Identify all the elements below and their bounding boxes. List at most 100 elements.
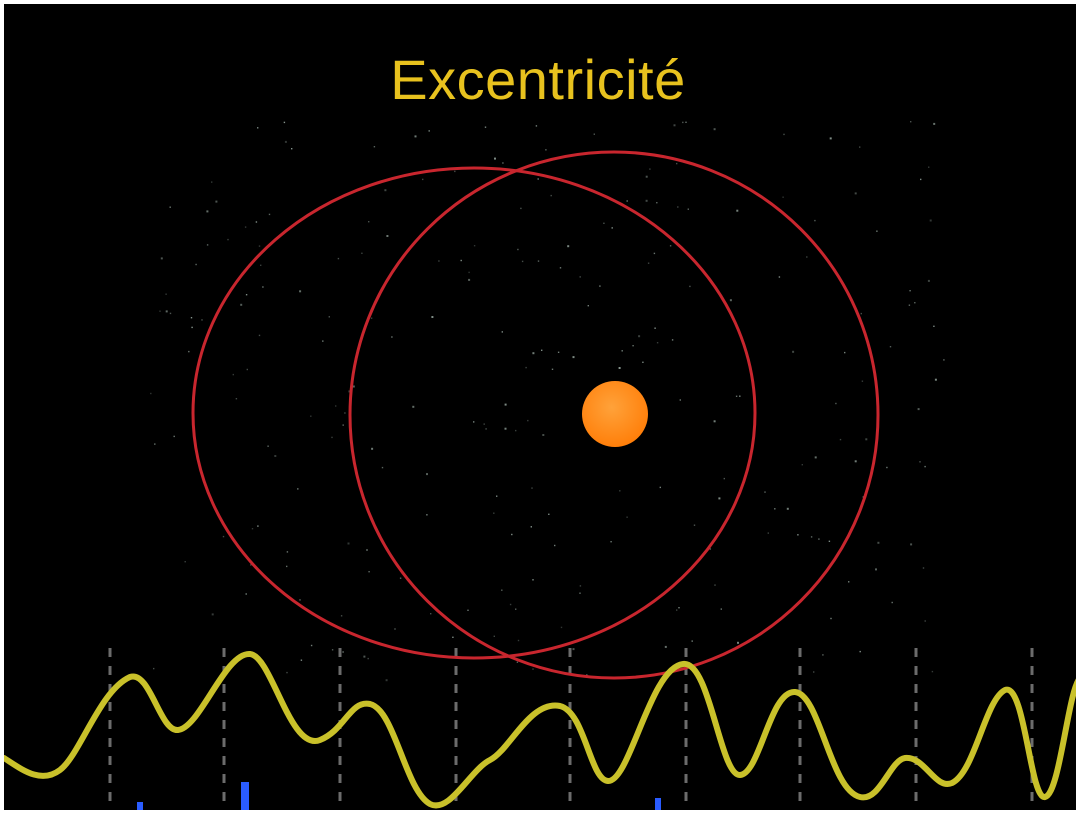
star [227, 238, 229, 241]
star [767, 532, 769, 534]
star [649, 168, 651, 170]
star [579, 585, 582, 587]
star [814, 219, 816, 222]
star [428, 130, 430, 132]
star [579, 592, 581, 594]
star [284, 140, 287, 143]
star [232, 373, 234, 376]
star [368, 571, 370, 573]
star [501, 589, 503, 591]
star [671, 339, 674, 341]
star [619, 490, 621, 492]
star [669, 245, 672, 247]
star [910, 121, 912, 123]
star [394, 628, 396, 630]
star [502, 162, 504, 164]
star [211, 613, 214, 616]
star [525, 366, 527, 369]
star [331, 436, 333, 439]
star [835, 402, 837, 405]
star [258, 245, 261, 247]
star [235, 398, 238, 400]
star [656, 202, 658, 204]
star [169, 206, 171, 208]
star [274, 455, 277, 457]
star [859, 650, 861, 653]
star [839, 438, 842, 441]
star [685, 121, 687, 123]
star [818, 538, 820, 540]
eccentricity-curve [4, 651, 1076, 809]
star [676, 609, 678, 611]
star [267, 445, 269, 447]
star [493, 635, 495, 637]
star [504, 427, 507, 430]
star [454, 170, 456, 173]
star [739, 395, 741, 397]
star [493, 512, 495, 514]
star [530, 526, 532, 528]
star [201, 319, 203, 321]
star [783, 133, 785, 136]
star [422, 178, 424, 181]
star [452, 636, 454, 638]
star [557, 351, 560, 353]
star [927, 279, 930, 282]
star [860, 312, 862, 315]
star [687, 208, 689, 210]
star [268, 213, 271, 216]
star [654, 327, 656, 329]
star [370, 317, 373, 319]
star [792, 350, 795, 353]
star [165, 310, 168, 313]
star [693, 524, 696, 526]
star [184, 561, 186, 563]
star [426, 514, 428, 516]
star [929, 219, 932, 222]
star [691, 640, 693, 642]
star [656, 342, 659, 344]
star [922, 567, 925, 569]
star [485, 428, 487, 430]
star [504, 403, 507, 406]
star [532, 668, 534, 670]
star [286, 671, 288, 674]
star [414, 135, 417, 138]
star [381, 466, 384, 469]
star [483, 423, 485, 425]
star [924, 620, 926, 622]
star [300, 659, 303, 661]
star [909, 290, 911, 292]
star [720, 608, 722, 610]
star [520, 207, 522, 210]
video-frame [4, 4, 1076, 810]
star [931, 670, 934, 673]
star [645, 175, 648, 178]
star [626, 516, 628, 518]
star [586, 674, 588, 676]
star [673, 124, 676, 127]
star [910, 543, 913, 546]
star [342, 424, 344, 426]
star [399, 577, 402, 579]
star [494, 157, 496, 160]
star [917, 408, 920, 411]
star [603, 222, 605, 224]
star [159, 310, 161, 312]
star [385, 679, 388, 682]
star [244, 226, 247, 228]
star [567, 245, 570, 248]
star [188, 350, 190, 353]
star [286, 551, 289, 553]
star [535, 125, 538, 127]
star [438, 260, 440, 262]
star [484, 126, 487, 128]
star [191, 326, 193, 329]
star [933, 122, 936, 125]
star [814, 456, 817, 459]
star [891, 601, 893, 604]
star [251, 528, 254, 530]
star [373, 146, 376, 148]
star [859, 146, 861, 148]
